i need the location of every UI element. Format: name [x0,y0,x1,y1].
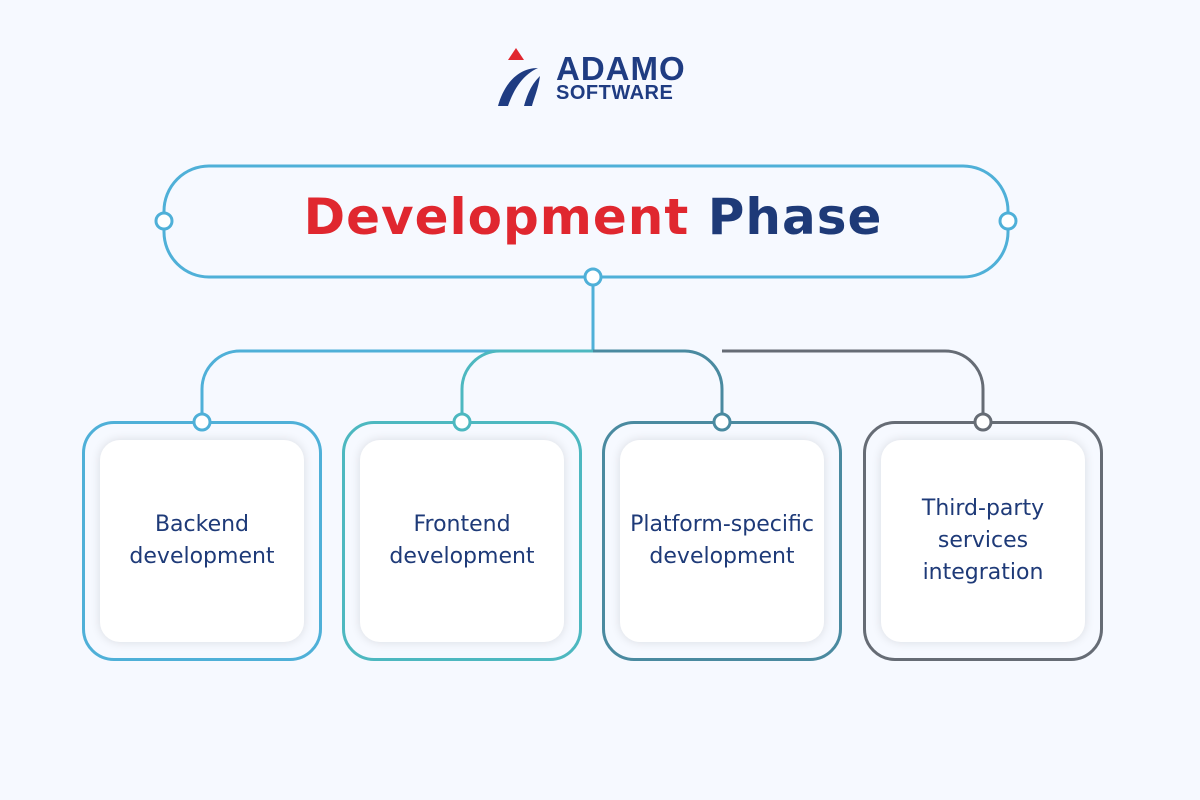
branch-platform [593,349,724,421]
item-label: Frontend development [360,440,564,642]
page-title: Development Phase [0,188,1186,246]
branch-frontend [460,349,593,421]
item-backend: Backend development [82,421,322,661]
item-platform: Platform-specific development [602,421,842,661]
node-circle [583,267,603,287]
logo-line1: ADAMO [556,50,686,87]
item-frontend: Frontend development [342,421,582,661]
adamo-logo: ADAMO SOFTWARE [494,46,714,108]
logo-mark-icon [498,48,540,106]
item-label: Backend development [100,440,304,642]
node-circle [154,211,174,231]
item-label: Platform-specific development [620,440,824,642]
title-part2: Phase [707,188,883,246]
branch-thirdparty [722,349,985,421]
node-circle [998,211,1018,231]
title-part1: Development [303,188,690,246]
logo-line2: SOFTWARE [556,82,674,104]
branch-backend [200,349,593,421]
item-thirdparty: Third-party services integration [863,421,1103,661]
item-label: Third-party services integration [881,440,1085,642]
